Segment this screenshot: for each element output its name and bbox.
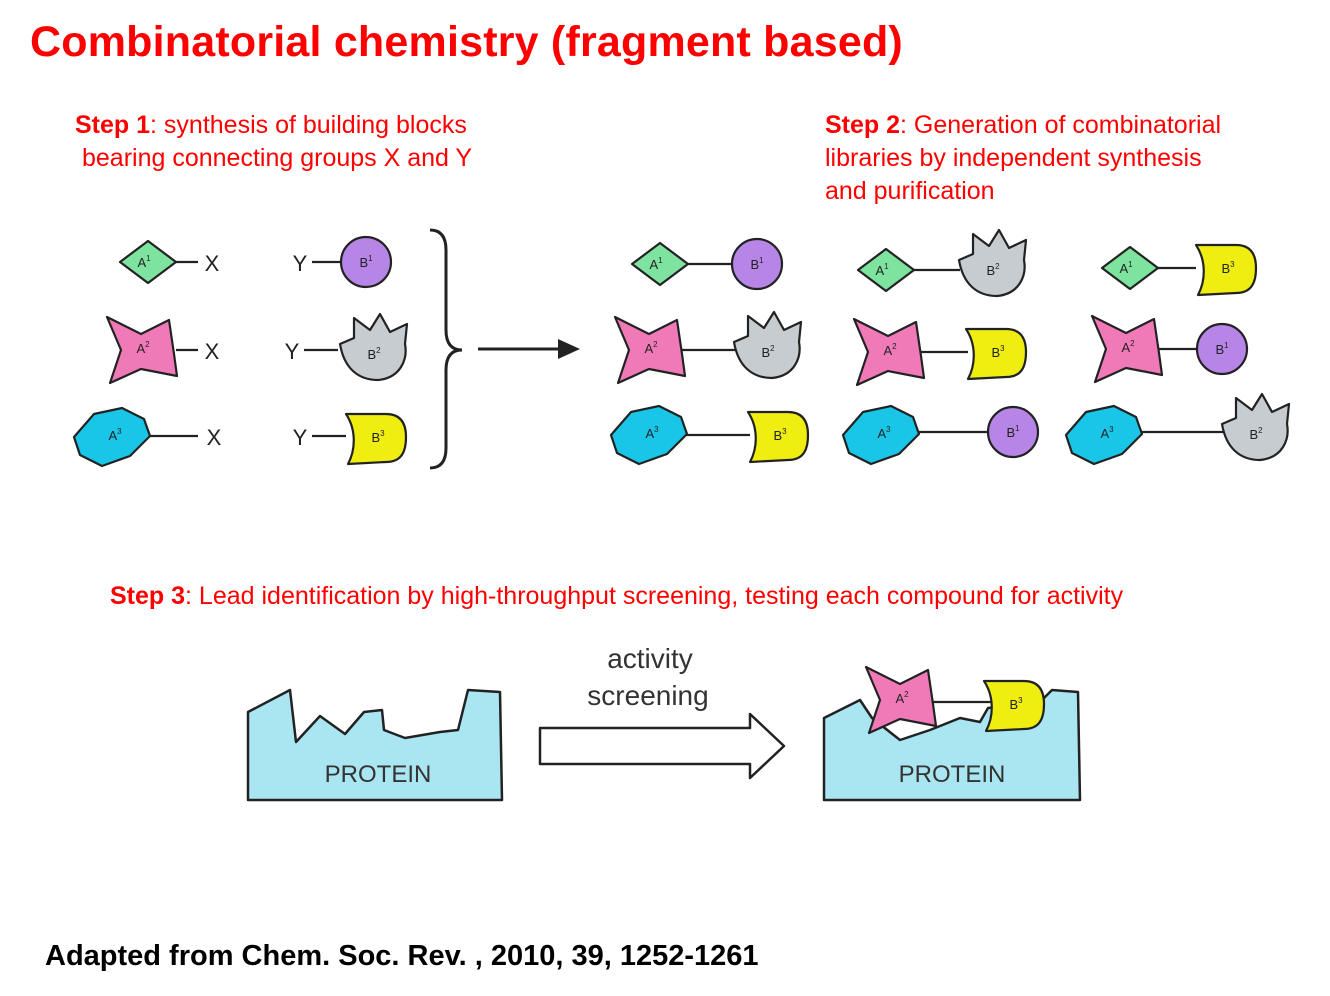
svg-text:X: X (205, 339, 220, 364)
svg-text:X: X (205, 251, 220, 276)
step2-line3: and purification (825, 177, 995, 205)
step1-caption: Step 1: synthesis of building blocks bea… (75, 109, 472, 175)
page-title: Combinatorial chemistry (fragment based) (30, 18, 903, 66)
svg-text:Y: Y (293, 251, 308, 276)
synthesis-arrow (478, 339, 580, 359)
building-block-a3-x: X (72, 406, 222, 468)
library-a2-b2 (613, 310, 803, 385)
activity-screening-arrow: activity screening (538, 643, 786, 780)
library-a1-b3 (1100, 243, 1258, 297)
protein-target: PROTEIN (246, 688, 504, 802)
screening-label-line2: screening (587, 680, 708, 711)
building-block-y-b2: Y (285, 312, 409, 382)
building-block-y-b3: Y (293, 412, 408, 466)
library-a1-b2 (856, 228, 1028, 298)
step2-line1: : Generation of combinatorial (900, 111, 1222, 139)
library-a2-b3 (852, 317, 1028, 387)
step3-label: Step 3 (110, 582, 186, 610)
step1-label: Step 1 (75, 111, 151, 139)
svg-text:PROTEIN: PROTEIN (325, 761, 432, 788)
building-block-a2-x: X (105, 315, 220, 385)
step1-line2: bearing connecting groups X and Y (82, 144, 473, 172)
library-a2-b1 (1090, 314, 1249, 384)
protein-bound-lead: PROTEIN (822, 665, 1082, 802)
grouping-brace (429, 228, 463, 470)
step2-caption: Step 2: Generation of combinatorial libr… (825, 109, 1221, 208)
screening-label-line1: activity (607, 643, 693, 674)
step3-text: : Lead identification by high-throughput… (185, 582, 1124, 610)
svg-text:PROTEIN: PROTEIN (899, 761, 1006, 788)
citation: Adapted from Chem. Soc. Rev. , 2010, 39,… (45, 940, 759, 972)
library-a1-b1 (630, 237, 784, 291)
building-block-a1-x: X (118, 239, 220, 285)
library-a3-b3 (609, 404, 810, 466)
library-a3-b2 (1064, 392, 1291, 466)
svg-text:Y: Y (285, 339, 300, 364)
library-a3-b1 (841, 404, 1040, 466)
step2-label: Step 2 (825, 111, 901, 139)
svg-text:X: X (207, 425, 222, 450)
svg-text:Y: Y (293, 425, 308, 450)
building-block-y-b1: Y (293, 235, 393, 289)
step2-line2: libraries by independent synthesis (825, 144, 1202, 172)
step3-caption: Step 3: Lead identification by high-thro… (110, 580, 1123, 613)
step1-line1: : synthesis of building blocks (150, 111, 467, 139)
